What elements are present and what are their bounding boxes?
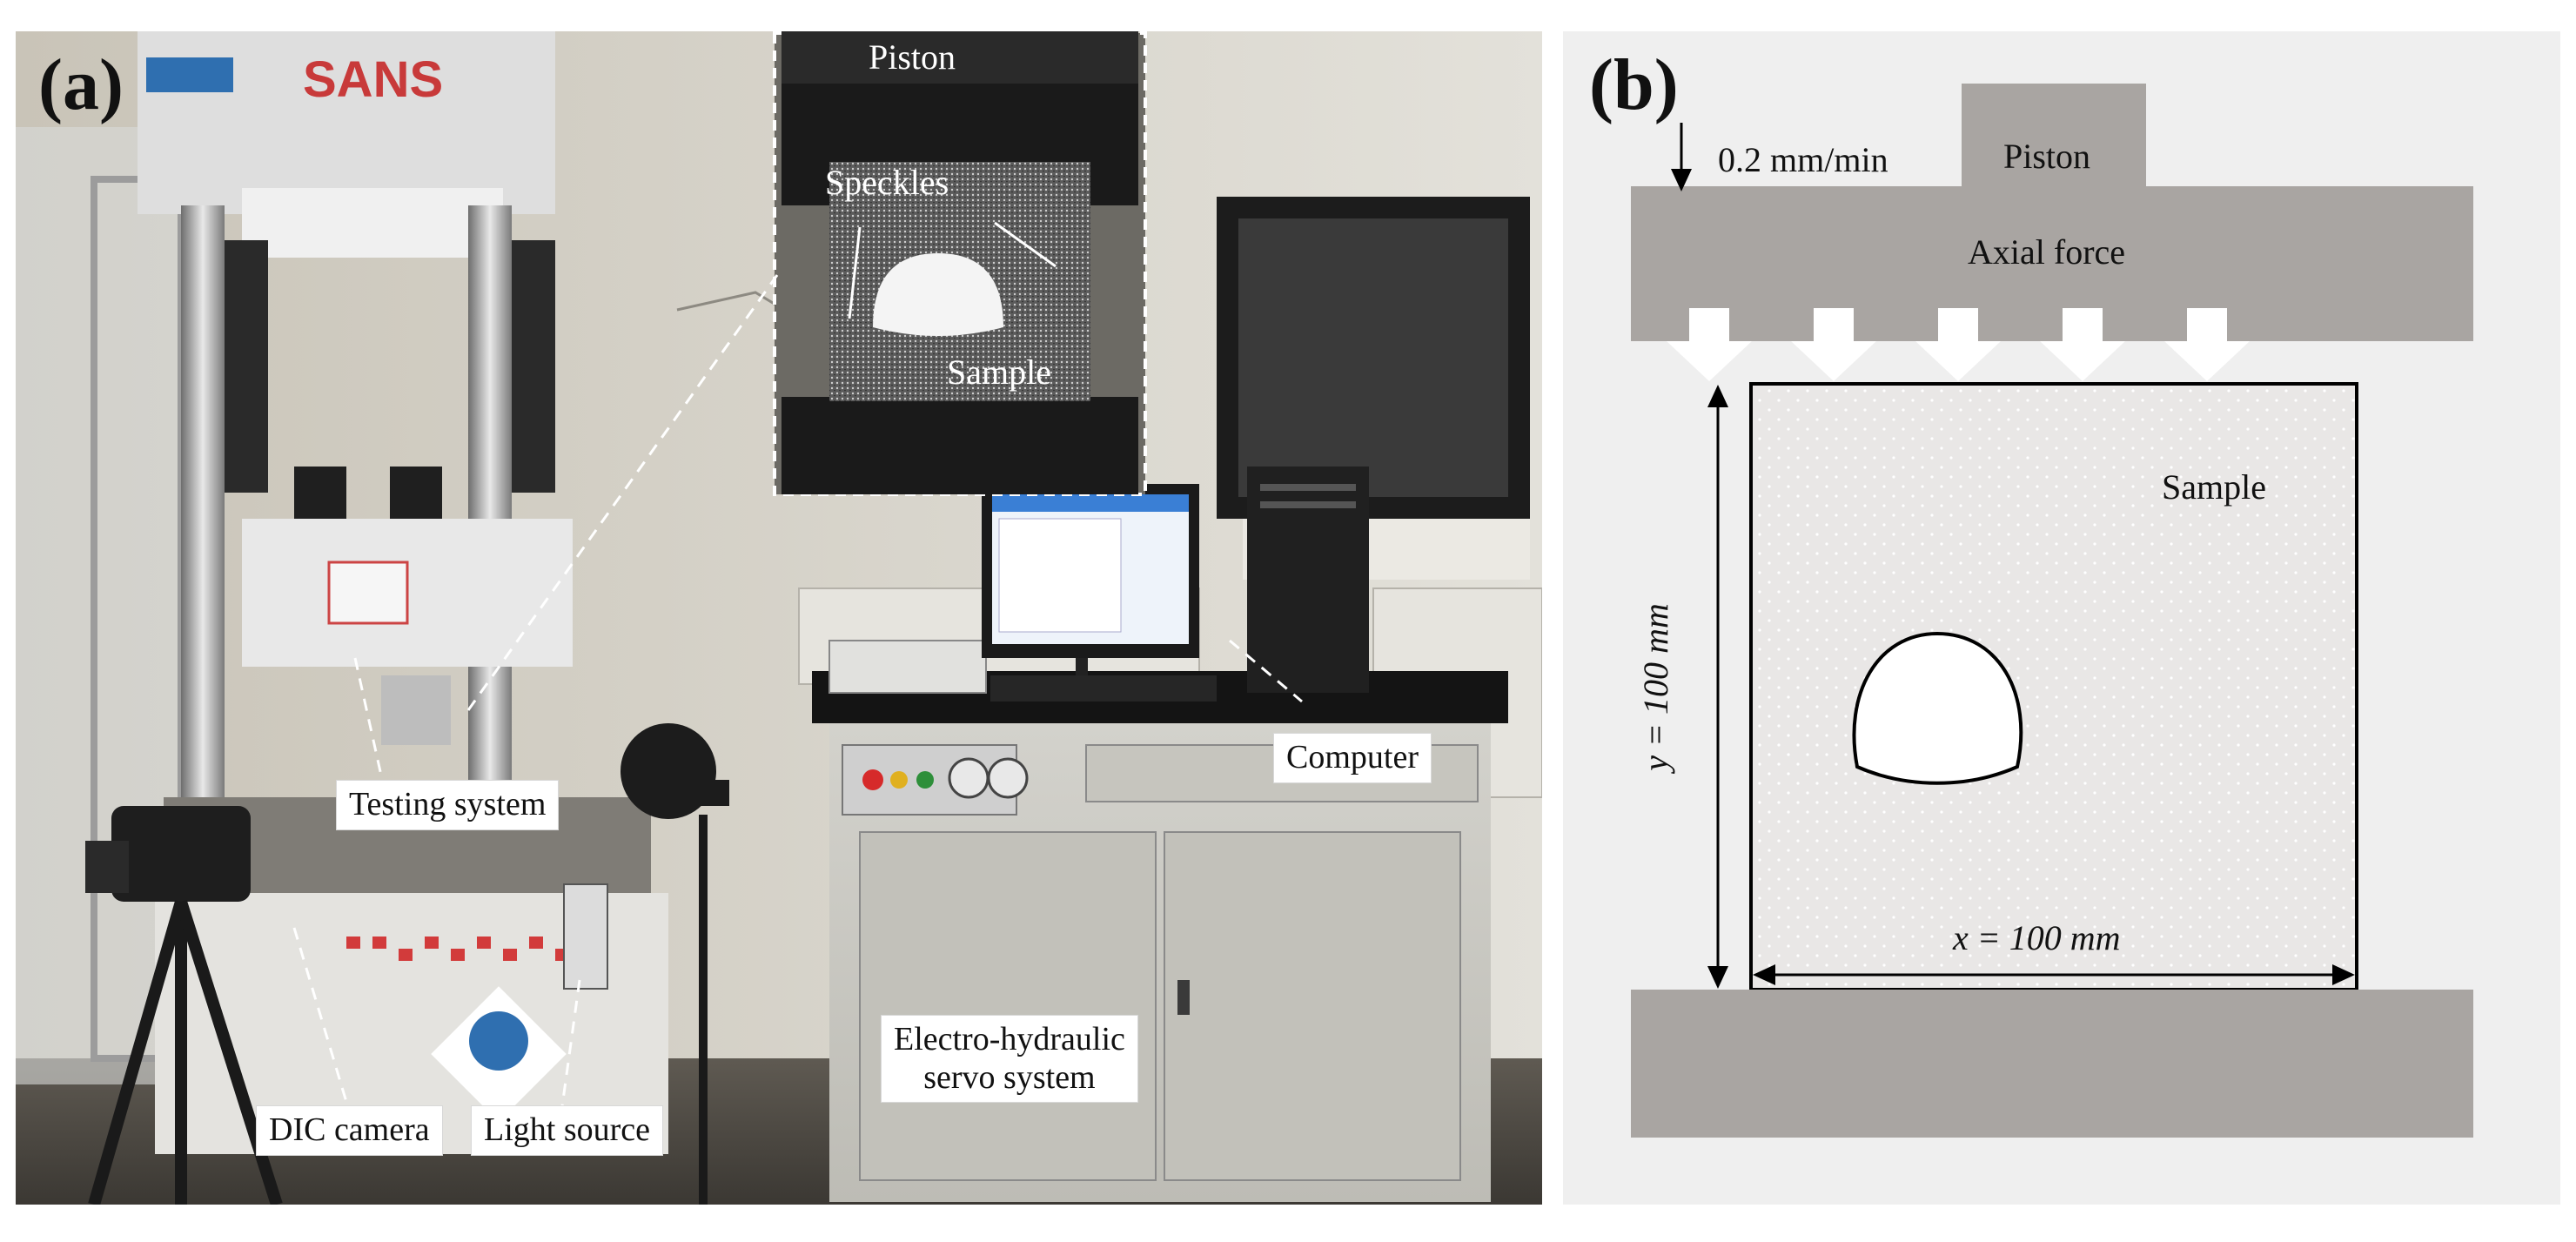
- axial-force-label: Axial force: [1968, 232, 2126, 272]
- light-source-label: Light source: [471, 1105, 664, 1156]
- lab-photo-illustration: SANS: [16, 31, 1542, 1205]
- load-arrow-5: [2164, 308, 2250, 381]
- computer-label: Computer: [1273, 733, 1432, 783]
- servo-system-label: Electro-hydraulic servo system: [881, 1015, 1138, 1104]
- piston-label: Piston: [2003, 137, 2091, 176]
- load-arrow-2: [1791, 308, 1876, 381]
- x-dimension-arrow: [1753, 964, 2355, 985]
- test-setup-photo: SANS: [16, 31, 1542, 1205]
- axial-load-arrows: [1667, 308, 2250, 381]
- dic-camera-label: DIC camera: [256, 1105, 443, 1156]
- inset-piston-label: Piston: [869, 37, 956, 77]
- sample-block: [1749, 382, 2358, 991]
- piston-block: [1962, 84, 2146, 186]
- servo-system-label-line2: servo system: [923, 1058, 1096, 1096]
- loading-rate-arrow: [1671, 123, 1692, 191]
- x-dimension-label: x = 100 mm: [1953, 918, 2121, 957]
- loading-rate-label: 0.2 mm/min: [1718, 140, 1888, 179]
- panel-b-letter: (b): [1589, 44, 1679, 125]
- loading-schematic: 0.2 mm/min Piston Axial force Sample y =…: [1563, 31, 2560, 1205]
- testing-system-label: Testing system: [336, 780, 560, 830]
- servo-system-label-line1: Electro-hydraulic: [894, 1021, 1125, 1057]
- y-dimension-label: y = 100 mm: [1635, 603, 1675, 771]
- schematic-drawing: [1631, 84, 2473, 1138]
- inset-sample-label: Sample: [947, 352, 1051, 392]
- inset-speckles-label: Speckles: [825, 163, 949, 202]
- brand-logo-text: SANS: [303, 51, 443, 108]
- y-dimension-arrow: [1707, 385, 1728, 989]
- load-arrow-4: [2040, 308, 2125, 381]
- load-arrow-1: [1667, 308, 1752, 381]
- load-arrow-3: [1915, 308, 2001, 381]
- tunnel-opening: [1852, 631, 2023, 785]
- sample-label: Sample: [2162, 467, 2266, 507]
- lower-platen: [1631, 990, 2473, 1138]
- panel-a-letter: (a): [38, 44, 124, 125]
- upper-platen: [1631, 186, 2473, 341]
